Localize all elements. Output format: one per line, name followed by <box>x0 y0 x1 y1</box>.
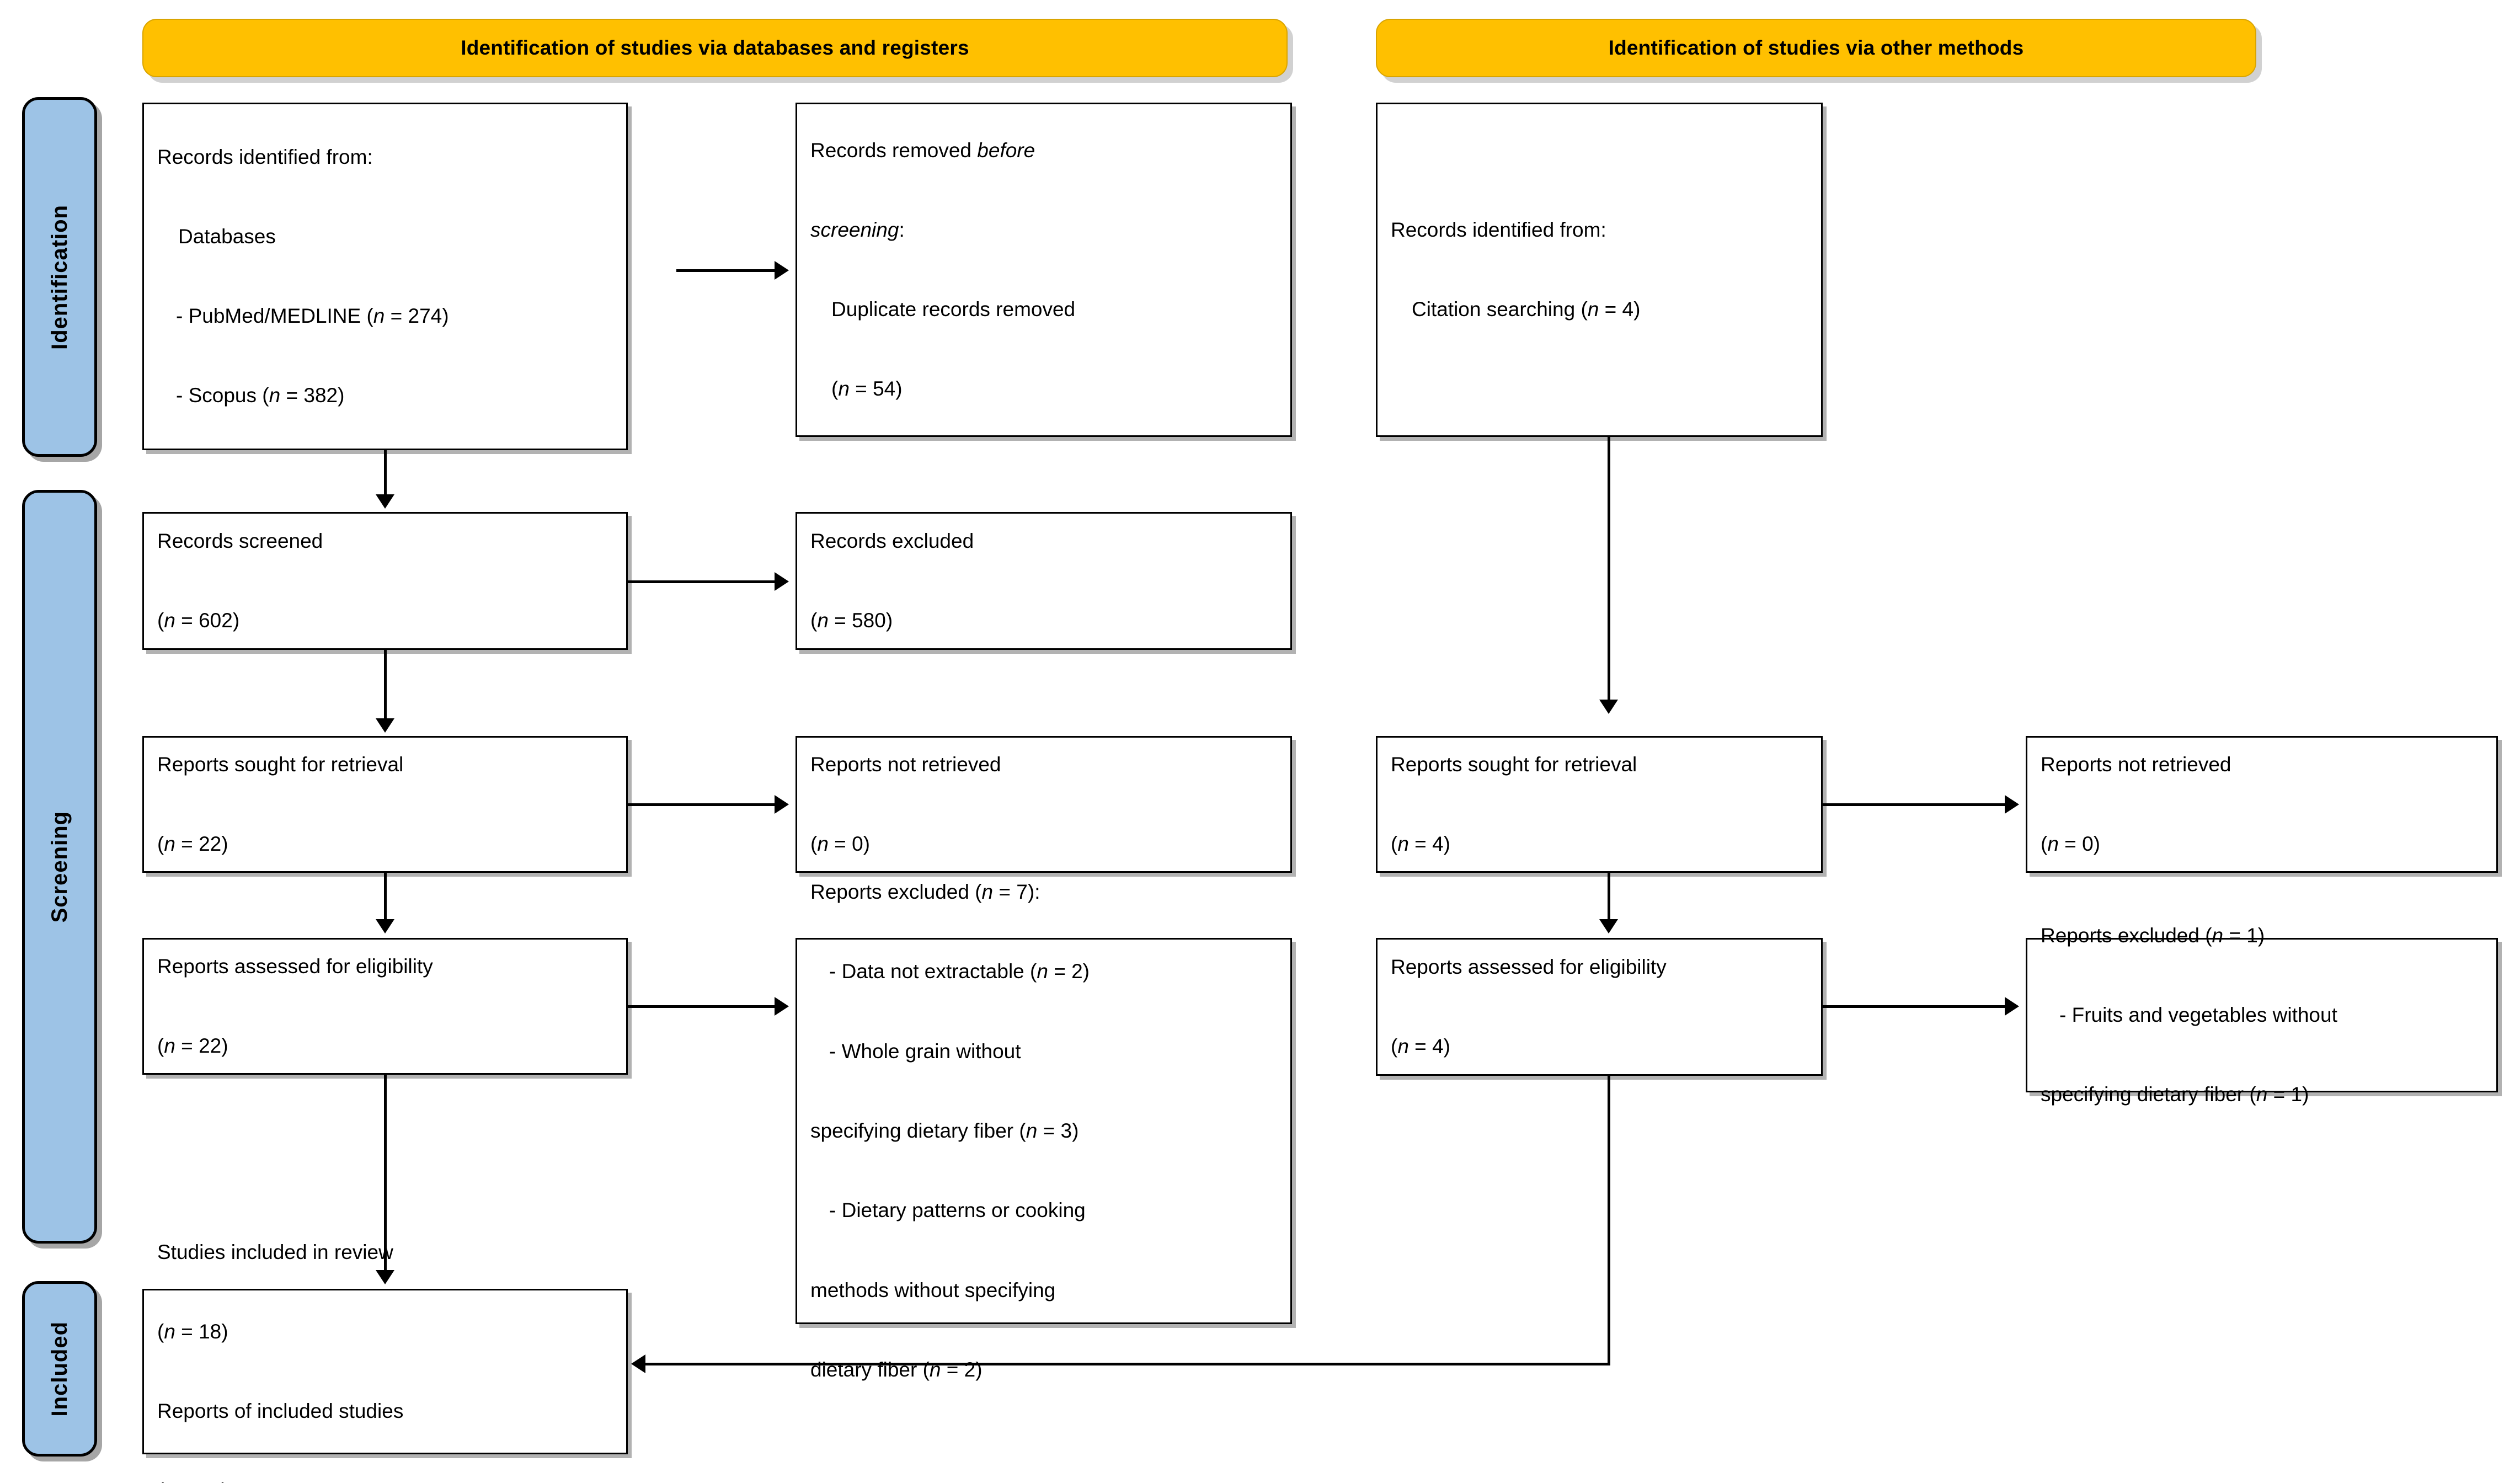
reports-excluded-line5: - Dietary patterns or cooking <box>829 1199 1086 1222</box>
records-identified-other-line2: Citation searching (n = 4) <box>1412 298 1641 321</box>
reports-excluded-line2: - Data not extractable (n = 2) <box>829 960 1090 983</box>
node-reports-not-retrieved-other: Reports not retrieved (n = 0) <box>2026 736 2498 873</box>
arrowhead-identified-to-removed <box>775 261 789 280</box>
node-reports-sought-databases: Reports sought for retrieval (n = 22) <box>142 736 628 873</box>
studies-included-line1: Studies included in review <box>157 1240 393 1263</box>
arrowhead-other-sought-to-assessed <box>1599 919 1618 933</box>
reports-assessed-line2: (n = 22) <box>157 1034 228 1058</box>
arrowhead-other-sought-to-notretrieved <box>2005 795 2019 814</box>
stage-label-included: Included <box>22 1281 97 1457</box>
stage-label-screening-text: Screening <box>47 810 72 923</box>
records-excluded-line1: Records excluded <box>810 529 974 552</box>
connector-screened-to-excluded <box>628 580 776 583</box>
connector-other-sought-to-notretrieved <box>1823 803 2006 806</box>
records-identified-line2: Databases <box>178 225 276 248</box>
records-identified-line1: Records identified from: <box>157 145 373 168</box>
reports-excluded-other-line3: specifying dietary fiber (n = 1) <box>2041 1083 2309 1106</box>
records-identified-line3: - PubMed/MEDLINE (n = 274) <box>176 305 449 328</box>
banner-databases-label: Identification of studies via databases … <box>461 36 969 59</box>
connector-screened-to-sought <box>384 650 387 719</box>
arrowhead-assessed-to-included <box>376 1270 394 1284</box>
reports-excluded-line3: - Whole grain without <box>829 1039 1021 1063</box>
node-records-identified-other: Records identified from: Citation search… <box>1376 103 1823 437</box>
node-records-excluded: Records excluded (n = 580) <box>795 512 1292 650</box>
reports-excluded-line4: specifying dietary fiber (n = 3) <box>810 1119 1079 1142</box>
records-screened-line2: (n = 602) <box>157 609 240 632</box>
studies-included-line3: Reports of included studies <box>157 1400 404 1423</box>
studies-included-line4: (n = 29) <box>157 1477 403 1483</box>
reports-assessed-line1: Reports assessed for eligibility <box>157 954 433 978</box>
connector-assessed-to-included <box>384 1075 387 1271</box>
arrowhead-assessed-to-excluded <box>775 997 789 1016</box>
stage-label-screening: Screening <box>22 490 97 1244</box>
banner-other-methods: Identification of studies via other meth… <box>1376 19 2256 77</box>
node-reports-excluded-other: Reports excluded (n = 1) - Fruits and ve… <box>2026 924 2498 1106</box>
node-studies-included: Studies included in review (n = 18) Repo… <box>142 1241 628 1483</box>
reports-sought-other-line1: Reports sought for retrieval <box>1391 753 1637 776</box>
stage-label-identification: Identification <box>22 97 97 457</box>
records-screened-line1: Records screened <box>157 529 323 552</box>
arrowhead-sought-to-assessed <box>376 919 394 933</box>
node-reports-assessed-other: Reports assessed for eligibility (n = 4) <box>1376 938 1823 1076</box>
arrowhead-other-to-included <box>631 1354 645 1373</box>
studies-included-line2: (n = 18) <box>157 1320 228 1343</box>
connector-sought-to-assessed <box>384 873 387 920</box>
reports-excluded-line1: Reports excluded (n = 7): <box>810 881 1040 904</box>
node-reports-not-retrieved-databases: Reports not retrieved (n = 0) <box>795 736 1292 873</box>
arrowhead-other-identified-to-sought <box>1599 700 1618 714</box>
records-removed-line4: (n = 54) <box>831 377 903 401</box>
reports-excluded-line6: methods without specifying <box>810 1278 1056 1301</box>
connector-identified-to-screened <box>384 450 387 495</box>
records-identified-other-line1: Records identified from: <box>1391 218 1606 241</box>
connector-other-assessed-down <box>1608 1076 1610 1365</box>
reports-sought-line2: (n = 22) <box>157 833 228 856</box>
records-removed-line1: Records removed before <box>810 138 1035 162</box>
reports-sought-other-line2: (n = 4) <box>1391 833 1450 856</box>
reports-assessed-other-line1: Reports assessed for eligibility <box>1391 955 1667 978</box>
node-reports-excluded-databases: Reports excluded (n = 7): - Data not ext… <box>795 881 1292 1381</box>
arrowhead-screened-to-sought <box>376 718 394 733</box>
reports-not-retrieved-other-line1: Reports not retrieved <box>2041 753 2231 776</box>
records-identified-line4: - Scopus (n = 382) <box>176 384 345 407</box>
connector-sought-to-notretrieved <box>628 803 776 806</box>
node-records-identified-databases: Records identified from: Databases - Pub… <box>142 103 628 450</box>
arrowhead-sought-to-notretrieved <box>775 795 789 814</box>
node-reports-sought-other: Reports sought for retrieval (n = 4) <box>1376 736 1823 873</box>
connector-other-to-included <box>645 1363 1610 1365</box>
arrowhead-identified-to-screened <box>376 494 394 509</box>
connector-identified-to-removed <box>676 269 776 272</box>
node-records-screened: Records screened (n = 602) <box>142 512 628 650</box>
records-removed-line3: Duplicate records removed <box>831 298 1076 321</box>
stage-label-included-text: Included <box>47 1321 72 1417</box>
arrowhead-screened-to-excluded <box>775 572 789 591</box>
connector-other-sought-to-assessed <box>1608 873 1610 920</box>
reports-excluded-other-line1: Reports excluded (n = 1) <box>2041 924 2265 947</box>
reports-not-retrieved-other-line2: (n = 0) <box>2041 833 2100 856</box>
records-excluded-line2: (n = 580) <box>810 609 893 632</box>
banner-other-methods-label: Identification of studies via other meth… <box>1608 36 2024 59</box>
connector-assessed-to-excluded <box>628 1005 776 1008</box>
reports-not-retrieved-line2: (n = 0) <box>810 833 870 856</box>
reports-excluded-other-line2: - Fruits and vegetables without <box>2059 1003 2337 1026</box>
node-records-removed-before-screening: Records removed before screening: Duplic… <box>795 103 1292 437</box>
reports-assessed-other-line2: (n = 4) <box>1391 1035 1450 1058</box>
reports-excluded-line7: dietary fiber (n = 2) <box>810 1358 983 1381</box>
connector-other-identified-to-sought <box>1608 437 1610 701</box>
arrowhead-other-assessed-to-excluded <box>2005 997 2019 1016</box>
banner-databases-registers: Identification of studies via databases … <box>142 19 1288 77</box>
records-removed-line2: screening: <box>810 218 905 241</box>
node-reports-assessed-databases: Reports assessed for eligibility (n = 22… <box>142 938 628 1075</box>
reports-sought-line1: Reports sought for retrieval <box>157 753 404 776</box>
reports-not-retrieved-line1: Reports not retrieved <box>810 753 1001 776</box>
stage-label-identification-text: Identification <box>47 204 72 350</box>
connector-other-assessed-to-excluded <box>1823 1005 2006 1008</box>
